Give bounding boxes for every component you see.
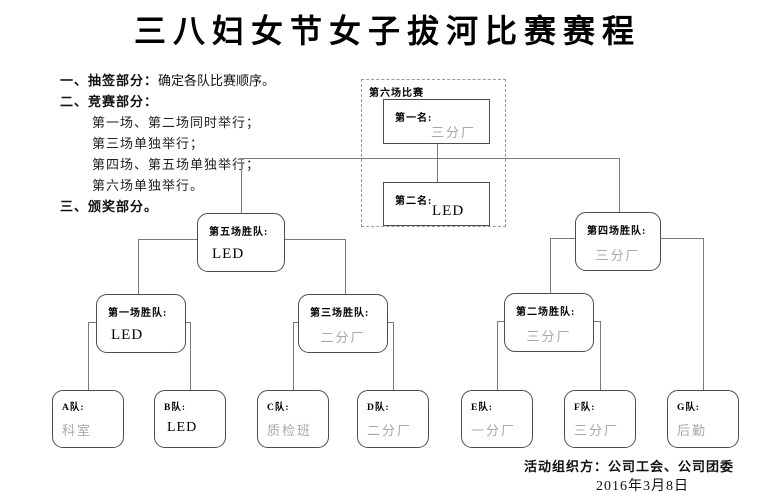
- team-b-label: B队:: [164, 403, 187, 413]
- team-d-value: 二分厂: [367, 423, 413, 438]
- connector-m5-right-v: [345, 239, 346, 294]
- team-box-b: B队: LED: [154, 390, 226, 448]
- connector-r1-right-v: [190, 322, 191, 390]
- connector-final-vertical: [437, 144, 438, 182]
- rule-2-line-1: 第一场、第二场同时举行；: [92, 115, 261, 130]
- match1-winner-box: 第一场胜队: LED: [96, 294, 186, 353]
- match3-winner-value: 二分厂: [320, 330, 366, 345]
- rule-1-text: 确定各队比赛顺序。: [158, 73, 276, 88]
- team-c-value: 质检班: [267, 423, 313, 438]
- connector-m5-left-h: [138, 239, 197, 240]
- final-match-group-box: [361, 79, 506, 227]
- team-g-label: G队:: [677, 403, 701, 413]
- connector-drop-match5: [241, 158, 242, 213]
- match5-winner-box: 第五场胜队: LED: [197, 213, 285, 272]
- match2-winner-box: 第二场胜队: 三分厂: [504, 293, 594, 352]
- connector-top-horizontal: [241, 158, 620, 159]
- connector-r3-right-stub: [388, 322, 394, 323]
- organizer-value: 公司工会、公司团委: [608, 459, 735, 474]
- connector-m4-right-h: [661, 238, 703, 239]
- final-match-group-label: 第六场比赛: [369, 88, 424, 99]
- team-c-label: C队:: [267, 403, 290, 413]
- rule-3-label: 三、颁奖部分。: [60, 199, 159, 214]
- connector-m4-left-v: [550, 238, 551, 293]
- connector-drop-match4: [619, 158, 620, 212]
- second-place-label: 第二名:: [395, 196, 433, 207]
- match1-winner-value: LED: [111, 327, 144, 343]
- organizer-line: 活动组织方：公司工会、公司团委: [524, 456, 734, 475]
- team-g-value: 后勤: [677, 423, 708, 438]
- second-place-box: 第二名: LED: [383, 182, 490, 226]
- match2-winner-value: 三分厂: [526, 329, 572, 344]
- match5-winner-label: 第五场胜队:: [209, 227, 269, 238]
- team-box-d: D队: 二分厂: [357, 390, 429, 448]
- rule-1-label: 一、抽签部分：: [60, 73, 159, 88]
- team-box-a: A队: 科室: [52, 390, 124, 448]
- match4-winner-box: 第四场胜队: 三分厂: [575, 212, 661, 271]
- team-f-value: 三分厂: [574, 423, 620, 438]
- match4-winner-label: 第四场胜队:: [587, 226, 647, 237]
- team-box-c: C队: 质检班: [257, 390, 329, 448]
- connector-r3-left-stub: [293, 322, 299, 323]
- match3-winner-box: 第三场胜队: 二分厂: [298, 294, 388, 353]
- event-date: 2016年3月8日: [596, 479, 689, 494]
- connector-r1-right-stub: [186, 322, 191, 323]
- match3-winner-label: 第三场胜队:: [310, 308, 370, 319]
- match5-winner-value: LED: [212, 246, 245, 262]
- team-e-value: 一分厂: [471, 423, 517, 438]
- match1-winner-label: 第一场胜队:: [108, 308, 168, 319]
- rule-2-line-2: 第三场单独举行；: [92, 136, 205, 151]
- connector-r3-right-v: [393, 322, 394, 390]
- connector-m5-right-h: [285, 239, 345, 240]
- organizer-label: 活动组织方：: [524, 459, 609, 474]
- connector-m4-left-h: [550, 238, 575, 239]
- match4-winner-value: 三分厂: [595, 248, 641, 263]
- first-place-box: 第一名: 三分厂: [383, 99, 490, 144]
- rule-item-3: 三、颁奖部分。: [60, 196, 275, 217]
- first-place-label: 第一名:: [395, 113, 433, 124]
- rule-2-label: 二、竞赛部分：: [60, 94, 159, 109]
- team-e-label: E队:: [471, 403, 494, 413]
- rules-text-block: 一、抽签部分：确定各队比赛顺序。 二、竞赛部分： 第一场、第二场同时举行； 第三…: [60, 70, 275, 217]
- team-a-value: 科室: [62, 423, 93, 438]
- team-box-g: G队: 后勤: [667, 390, 739, 448]
- connector-r2-right-v: [600, 321, 601, 390]
- connector-r2-right-stub: [594, 321, 601, 322]
- team-a-label: A队:: [62, 403, 85, 413]
- connector-r2-left-stub: [497, 321, 505, 322]
- team-box-e: E队: 一分厂: [461, 390, 533, 448]
- page-title: 三八妇女节女子拔河比赛赛程: [133, 13, 641, 49]
- team-b-value: LED: [167, 420, 198, 435]
- connector-r3-left-v: [293, 322, 294, 390]
- team-d-label: D队:: [367, 403, 390, 413]
- second-place-value: LED: [432, 203, 465, 219]
- match2-winner-label: 第二场胜队:: [516, 307, 576, 318]
- connector-r1-left-stub: [88, 322, 97, 323]
- first-place-value: 三分厂: [430, 125, 476, 140]
- rule-item-1: 一、抽签部分：确定各队比赛顺序。: [60, 70, 275, 91]
- team-f-label: F队:: [574, 403, 596, 413]
- team-box-f: F队: 三分厂: [564, 390, 636, 448]
- connector-m4-to-teamG: [703, 238, 704, 390]
- connector-m5-left-v: [138, 239, 139, 294]
- rule-2-line-4: 第六场单独举行。: [92, 178, 205, 193]
- rule-2-line-3: 第四场、第五场单独举行；: [92, 157, 261, 172]
- connector-r2-left-v: [497, 321, 498, 390]
- rule-item-2: 二、竞赛部分：: [60, 91, 275, 112]
- connector-r1-left-v: [88, 322, 89, 390]
